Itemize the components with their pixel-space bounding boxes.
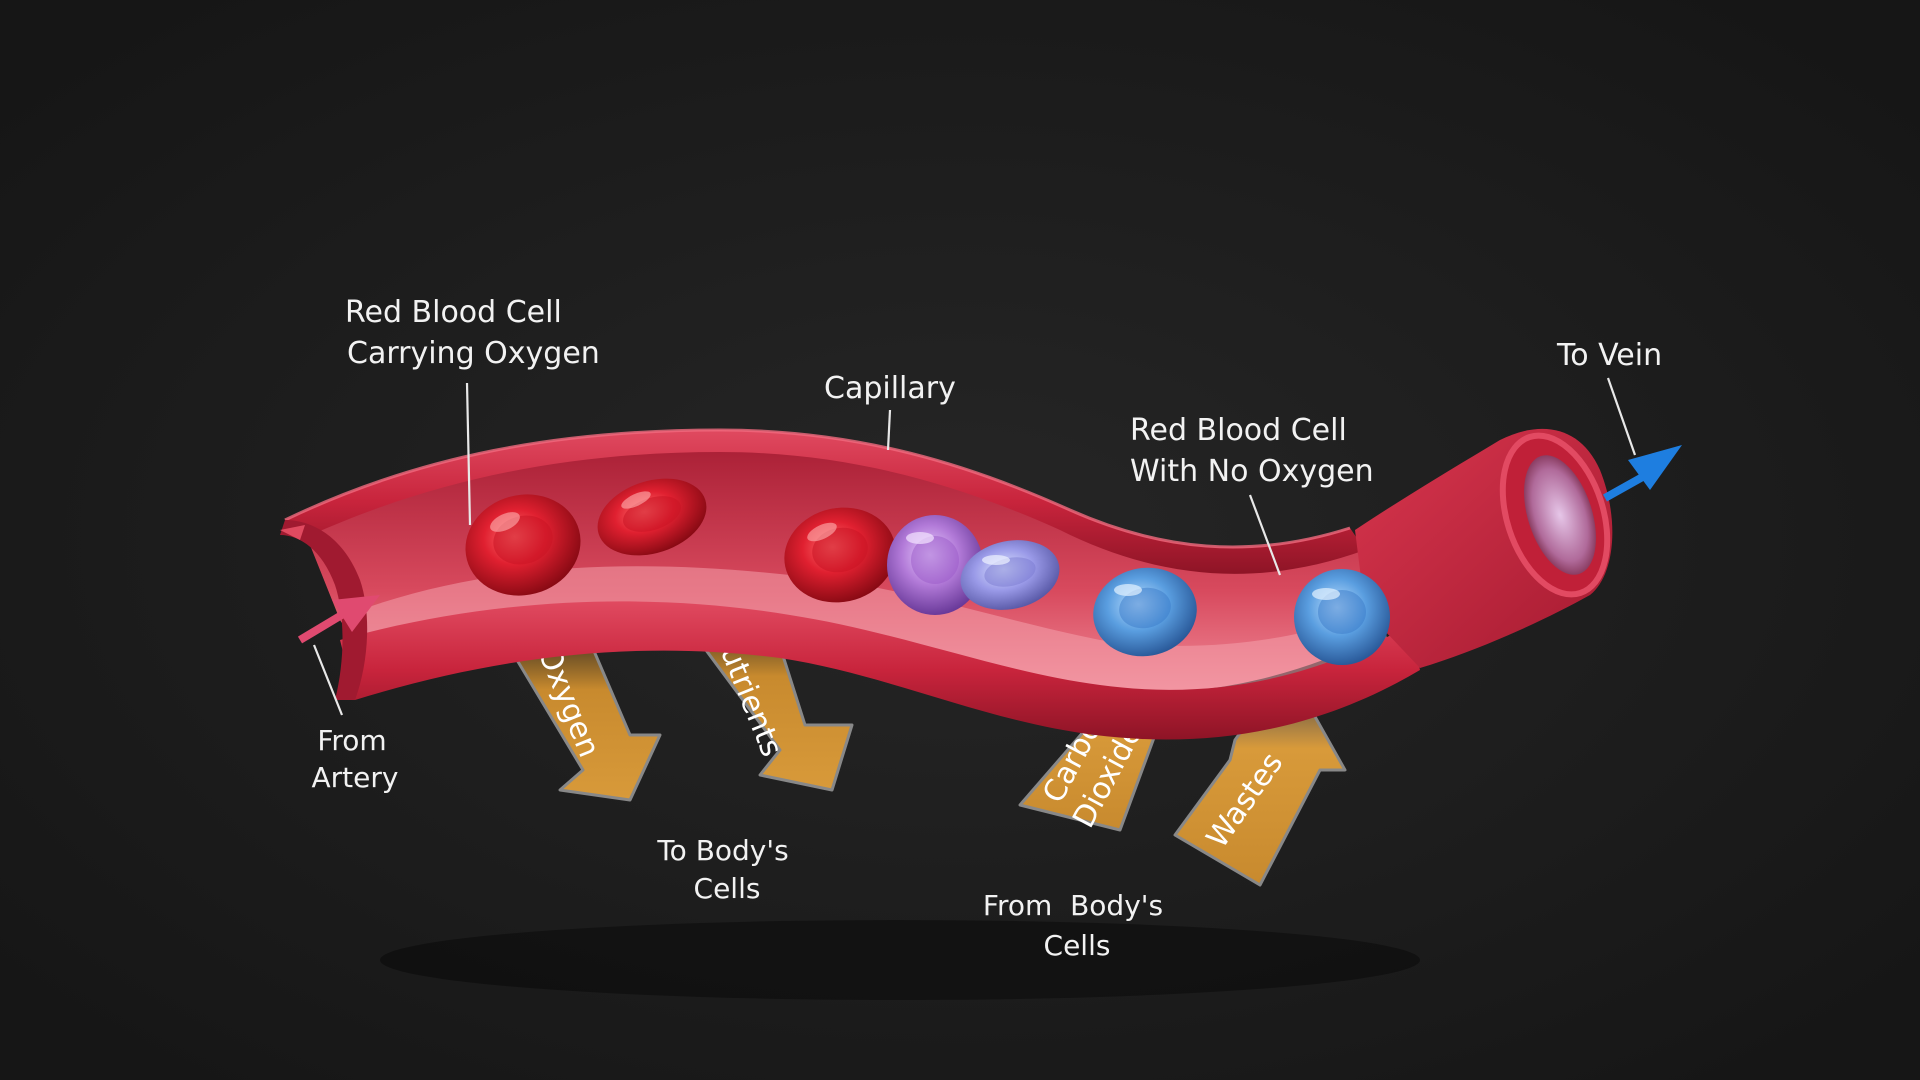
label-from-artery-line1: From <box>317 724 386 757</box>
leader-to-vein <box>1606 377 1637 456</box>
rbc-oxygenated-2 <box>597 478 707 556</box>
tube-lumen <box>1524 455 1596 575</box>
leader-capillary <box>886 409 892 451</box>
rbc-deoxygenated-1 <box>1093 567 1197 657</box>
label-from-cells-line2: Cells <box>1044 929 1111 962</box>
vessel-shadow <box>380 920 1420 1000</box>
rbc-transitioning-1 <box>887 515 983 615</box>
label-to-cells-line1: To Body's <box>656 834 788 867</box>
label-capillary: Capillary <box>824 371 956 406</box>
rbc-deoxygenated-2 <box>1294 569 1390 665</box>
from-artery-arrow-icon <box>297 595 380 644</box>
label-rbc-oxygen-line2: Carrying Oxygen <box>347 336 600 371</box>
label-to-vein: To Vein <box>1556 338 1662 373</box>
leader-from-artery <box>312 644 344 716</box>
label-rbc-oxygen-line1: Red Blood Cell <box>345 295 562 330</box>
capillary-exit-tube <box>1355 428 1613 668</box>
rbc-oxygenated-3 <box>784 507 896 603</box>
rbc-oxygenated-1 <box>465 494 581 596</box>
leader-rbc-no-oxygen <box>1248 494 1282 576</box>
rbc-transitioning-2 <box>960 540 1060 610</box>
label-from-cells-line1: From Body's <box>983 889 1163 922</box>
label-from-artery-line2: Artery <box>312 761 399 794</box>
label-rbc-no-oxygen-line2: With No Oxygen <box>1130 454 1374 489</box>
label-rbc-no-oxygen-line1: Red Blood Cell <box>1130 413 1347 448</box>
to-vein-arrow-icon <box>1603 445 1682 502</box>
label-to-cells-line2: Cells <box>694 872 761 905</box>
leader-rbc-oxygen <box>465 382 472 526</box>
